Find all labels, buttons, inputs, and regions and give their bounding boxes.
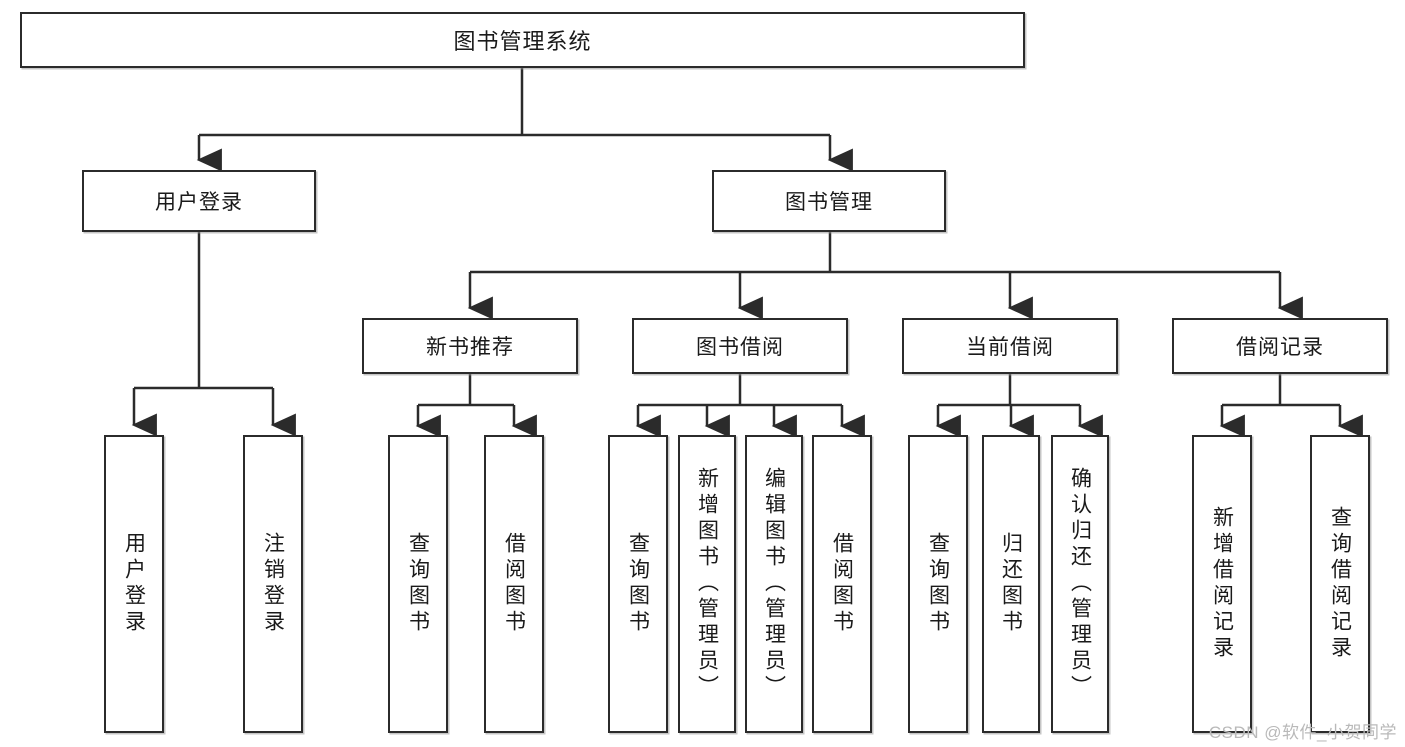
node-leaf-confirm-return[interactable]: 确认归还（管理员） [1051, 435, 1109, 733]
node-borrow-record[interactable]: 借阅记录 [1172, 318, 1388, 374]
node-leaf-borrow-book-1[interactable]: 借阅图书 [484, 435, 544, 733]
node-leaf-add-book-label: 新增图书（管理员） [695, 467, 719, 701]
node-user-login-label: 用户登录 [155, 191, 243, 214]
node-leaf-query-book-2[interactable]: 查询图书 [608, 435, 668, 733]
node-borrow-record-label: 借阅记录 [1236, 336, 1324, 359]
node-leaf-add-record-label: 新增借阅记录 [1210, 506, 1234, 662]
node-leaf-add-book[interactable]: 新增图书（管理员） [678, 435, 736, 733]
node-leaf-logout[interactable]: 注销登录 [243, 435, 303, 733]
node-book-borrow[interactable]: 图书借阅 [632, 318, 848, 374]
node-leaf-borrow-book-1-label: 借阅图书 [502, 532, 526, 636]
node-book-manage-label: 图书管理 [785, 191, 873, 214]
node-leaf-confirm-return-label: 确认归还（管理员） [1068, 467, 1092, 701]
node-leaf-query-book-1[interactable]: 查询图书 [388, 435, 448, 733]
node-leaf-user-login-label: 用户登录 [122, 532, 146, 636]
node-root-label: 图书管理系统 [453, 29, 592, 54]
node-user-login[interactable]: 用户登录 [82, 170, 316, 232]
node-leaf-return-book-label: 归还图书 [999, 532, 1023, 636]
node-leaf-borrow-book-2-label: 借阅图书 [830, 532, 854, 636]
node-root[interactable]: 图书管理系统 [20, 12, 1025, 68]
node-leaf-query-record-label: 查询借阅记录 [1328, 506, 1352, 662]
node-book-manage[interactable]: 图书管理 [712, 170, 946, 232]
node-leaf-edit-book-label: 编辑图书（管理员） [762, 467, 786, 701]
node-new-book-rec-label: 新书推荐 [426, 336, 514, 359]
node-new-book-rec[interactable]: 新书推荐 [362, 318, 578, 374]
node-leaf-query-record[interactable]: 查询借阅记录 [1310, 435, 1370, 733]
node-leaf-return-book[interactable]: 归还图书 [982, 435, 1040, 733]
watermark: CSDN @软件_小贺同学 [1208, 723, 1397, 742]
node-leaf-query-book-2-label: 查询图书 [626, 532, 650, 636]
node-leaf-user-login[interactable]: 用户登录 [104, 435, 164, 733]
node-leaf-logout-label: 注销登录 [261, 532, 285, 636]
node-leaf-borrow-book-2[interactable]: 借阅图书 [812, 435, 872, 733]
node-book-borrow-label: 图书借阅 [696, 336, 784, 359]
node-leaf-query-book-3[interactable]: 查询图书 [908, 435, 968, 733]
node-leaf-add-record[interactable]: 新增借阅记录 [1192, 435, 1252, 733]
node-current-borrow[interactable]: 当前借阅 [902, 318, 1118, 374]
node-leaf-edit-book[interactable]: 编辑图书（管理员） [745, 435, 803, 733]
node-current-borrow-label: 当前借阅 [966, 336, 1054, 359]
node-leaf-query-book-3-label: 查询图书 [926, 532, 950, 636]
node-leaf-query-book-1-label: 查询图书 [406, 532, 430, 636]
